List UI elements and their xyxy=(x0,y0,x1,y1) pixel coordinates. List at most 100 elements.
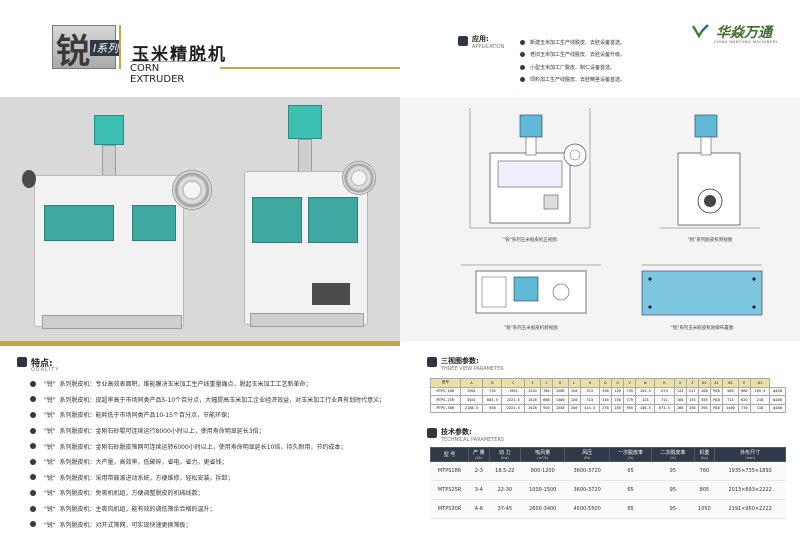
table-cell: 660 xyxy=(737,386,751,396)
table-cell: 120 xyxy=(610,386,625,396)
table-cell: MTPS25R xyxy=(430,480,469,500)
table-cell: 313 xyxy=(579,386,600,396)
table-cell: 146.5 xyxy=(635,403,656,413)
table-cell: 4-6 xyxy=(468,499,490,519)
table-cell: 565 xyxy=(722,386,739,396)
technical-params-table: 型 号产 量(t/h)动 力(kw)吸风量(m³/h)风压(Pa)一次脱皮率(%… xyxy=(429,447,786,519)
dims-header-cell: K xyxy=(551,378,569,388)
table-cell: 22-30 xyxy=(489,480,521,500)
machine-photo-front xyxy=(22,115,222,331)
table-cell: 120 xyxy=(567,395,581,405)
bullet-icon xyxy=(30,396,36,403)
header-unit: (m³/h) xyxy=(537,456,549,460)
feature-prefix: "锐" xyxy=(44,412,56,420)
bullet-icon xyxy=(520,64,525,70)
feature-item: "锐"系列脱皮机：金刚石砂脱皮筛网可连续运转6000小时以上，使用寿命明显延长1… xyxy=(30,438,390,454)
feature-text: 系列脱皮机：金刚石砂脱皮筛网可连续运转6000小时以上，使用寿命明显延长10倍，… xyxy=(59,443,347,451)
feature-item: "锐"系列脱皮机：现超率高于市场同类产品5-10个百分点，大幅提高玉米加工企业经… xyxy=(30,392,390,408)
table-cell: M18 xyxy=(710,395,724,405)
series-logo-label: I系列 xyxy=(90,40,122,56)
table-cell: 4500-5500 xyxy=(564,499,610,519)
table-cell: 735 xyxy=(482,386,503,396)
table-cell: 1400 xyxy=(722,403,739,413)
table-cell: φ150 xyxy=(769,386,786,396)
params-header-cell: 产 量(t/h) xyxy=(468,447,490,462)
dims-header-cell: I xyxy=(524,378,541,388)
right-page: 华焱万通 CHINA WANTONG MACHINERY 应用: APPLICA… xyxy=(400,0,800,542)
feature-prefix: "锐" xyxy=(44,428,56,436)
table-cell: φ180 xyxy=(769,395,786,405)
table-cell: 218 xyxy=(749,395,771,405)
feature-prefix: "锐" xyxy=(44,521,56,529)
bullet-icon xyxy=(30,443,36,450)
dims-header-cell: J xyxy=(539,378,553,388)
feature-prefix: "锐" xyxy=(44,459,56,467)
features-subtitle: QUALITY xyxy=(31,367,60,373)
header-label: 型 号 xyxy=(443,452,456,458)
table-cell: 1000-1500 xyxy=(520,480,565,500)
table-cell: 395 xyxy=(697,403,712,413)
dims-header-cell: 型号 xyxy=(430,378,461,388)
table-cell: 1961 xyxy=(459,386,484,396)
table-cell: 2013×693×2222 xyxy=(714,480,786,500)
header-unit: (Pa) xyxy=(583,456,591,460)
table-cell: 1254 xyxy=(524,386,541,396)
params-subtitle: TECHNICAL PARAMETERS xyxy=(441,437,505,443)
header-label: 二次脱皮率 xyxy=(660,450,686,456)
application-text: 饲料加工生产线脱皮、去胚精茎设备首选。 xyxy=(530,77,626,84)
table-cell: 355 xyxy=(697,395,712,405)
params-title: 技术参数: xyxy=(441,428,472,436)
front-view-drawing xyxy=(469,108,591,229)
table-cell: 1400 xyxy=(551,395,569,405)
feature-prefix: "锐" xyxy=(44,443,56,451)
table-cell: 2600-3400 xyxy=(520,499,565,519)
dims-header-cell: Z xyxy=(685,378,699,388)
table-cell: 1326 xyxy=(524,395,541,405)
table-cell: 1935×735×1892 xyxy=(714,461,786,481)
table-cell: 715 xyxy=(722,395,739,405)
gold-accent-bar xyxy=(0,341,400,346)
machine-body xyxy=(34,175,184,327)
bullet-icon xyxy=(30,474,36,481)
table-cell: 958 xyxy=(482,403,503,413)
header-label: 动 力 xyxy=(499,450,511,456)
application-title: 应用: xyxy=(472,35,489,43)
table-cell: M16 xyxy=(710,386,724,396)
dims-header-cell: A xyxy=(459,378,484,388)
feature-text: 系列脱皮机：免吸机机组，方便调整脱皮的机械线数； xyxy=(59,490,204,498)
table-cell: 124 xyxy=(673,386,687,396)
feature-prefix: "锐" xyxy=(44,474,56,482)
feature-text: 系列脱皮机：专业高效表面积，维能膜决玉米加工生产线重量痛点，脱起玉米加工工艺新革… xyxy=(59,381,312,389)
dims-header-cell: V xyxy=(623,378,637,388)
table-cell: 770 xyxy=(737,403,751,413)
table-cell: 910 xyxy=(539,403,553,413)
feature-text: 系列脱皮机：大产量，高效率，低破碎，省电，省力，更省钱； xyxy=(59,459,228,467)
features-title: 特点: xyxy=(31,359,53,369)
table-cell: 95 xyxy=(651,461,695,481)
feature-prefix: "锐" xyxy=(44,396,56,404)
table-cell: 1200 xyxy=(551,386,569,396)
feature-item: "锐"系列脱皮机：能耗低于市场同类产品10-15个百分点，节能环保； xyxy=(30,407,390,423)
brand-logo-icon xyxy=(692,24,709,38)
table-cell: 150 xyxy=(610,403,625,413)
dims-title: 三视图参数: xyxy=(441,357,479,365)
feature-text: 系列脱皮机：现超率高于市场同类产品5-10个百分点，大幅提高玉米加工企业经济效益… xyxy=(59,396,386,404)
table-cell: MTPS-30R xyxy=(430,403,461,413)
table-cell: 2186.5 xyxy=(459,403,484,413)
table-cell: 37-45 xyxy=(489,499,521,519)
application-item: 饲料加工生产线脱皮、去胚精茎设备首选。 xyxy=(520,74,625,87)
table-cell: 2041 xyxy=(459,395,484,405)
header-unit: (t/h) xyxy=(475,456,483,460)
table-cell: 1550 xyxy=(551,403,569,413)
feature-text: 系列脱皮机：主吸风机组，能有效的调低筛余合格的温升； xyxy=(59,506,216,514)
dims-subtitle: THREE VIEW PARAMETER xyxy=(441,366,504,372)
table-cell: 1050 xyxy=(694,499,715,519)
params-header-cell: 吸风量(m³/h) xyxy=(520,447,566,462)
application-text: 老旧玉米加工生产线脱皮、去胚设备升级。 xyxy=(530,52,626,59)
bullet-icon xyxy=(30,489,36,496)
table-cell: MTPS-25R xyxy=(430,395,461,405)
table-cell: MTPS-18R xyxy=(430,386,461,396)
